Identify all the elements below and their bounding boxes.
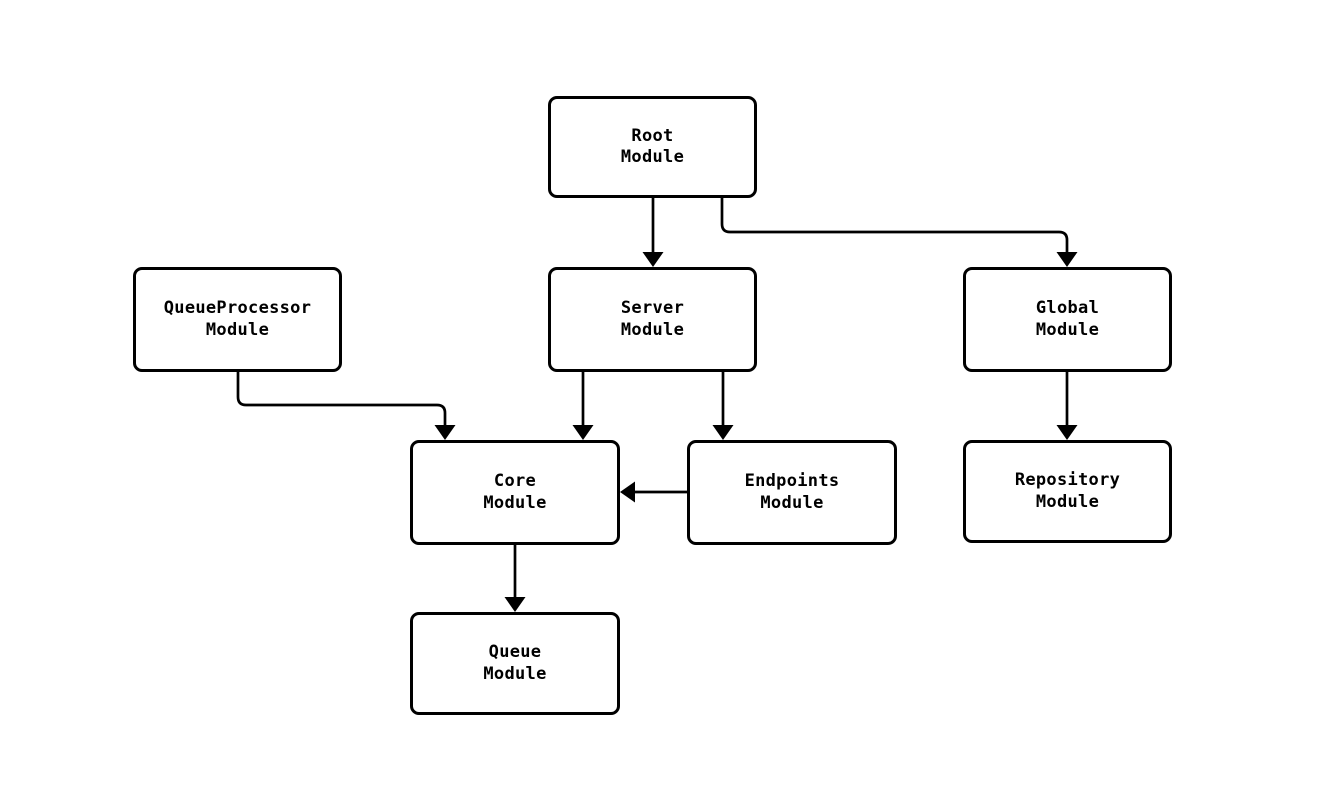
arrowhead-core-to-queue [504, 597, 526, 612]
arrowhead-root-to-server [642, 252, 664, 267]
node-label-line: Module [1035, 319, 1100, 340]
node-queue-module: Queue Module [410, 612, 620, 715]
node-label-line: Module [483, 663, 547, 684]
arrowhead-global-to-repository [1056, 425, 1078, 440]
node-label-line: Module [620, 147, 685, 167]
arrowhead-root-to-global [1056, 252, 1078, 267]
node-label-line: Repository [1014, 470, 1121, 490]
node-label-line: Global [1035, 298, 1100, 318]
arrowhead-endpoints-to-core [620, 481, 635, 503]
node-core-module: Core Module [410, 440, 620, 545]
edge-queueprocessor-to-core [236, 372, 447, 425]
node-label-line: Root [631, 125, 674, 146]
arrowhead-server-to-endpoints [712, 425, 734, 440]
node-server-module: Server Module [548, 267, 757, 372]
node-repository-module: Repository Module [963, 440, 1172, 543]
node-label-line: Module [760, 492, 824, 513]
node-label-line: Module [205, 319, 270, 340]
node-endpoints-module: Endpoints Module [687, 440, 897, 545]
node-label-line: Module [483, 492, 547, 513]
node-root-module: Root Module [548, 96, 757, 198]
node-queueprocessor-module: QueueProcessor Module [133, 267, 342, 372]
node-label-line: Queue [488, 642, 542, 662]
arrowhead-server-to-core [572, 425, 594, 440]
node-label-line: Endpoints [744, 471, 840, 491]
node-label-line: QueueProcessor [163, 298, 312, 318]
node-label-line: Server [620, 298, 685, 318]
node-label-line: Module [1035, 491, 1100, 512]
node-label-line: Module [620, 319, 685, 340]
node-label-line: Core [493, 471, 537, 491]
edge-root-to-global [720, 198, 1069, 252]
arrowhead-queueprocessor-to-core [434, 425, 456, 440]
node-global-module: Global Module [963, 267, 1172, 372]
